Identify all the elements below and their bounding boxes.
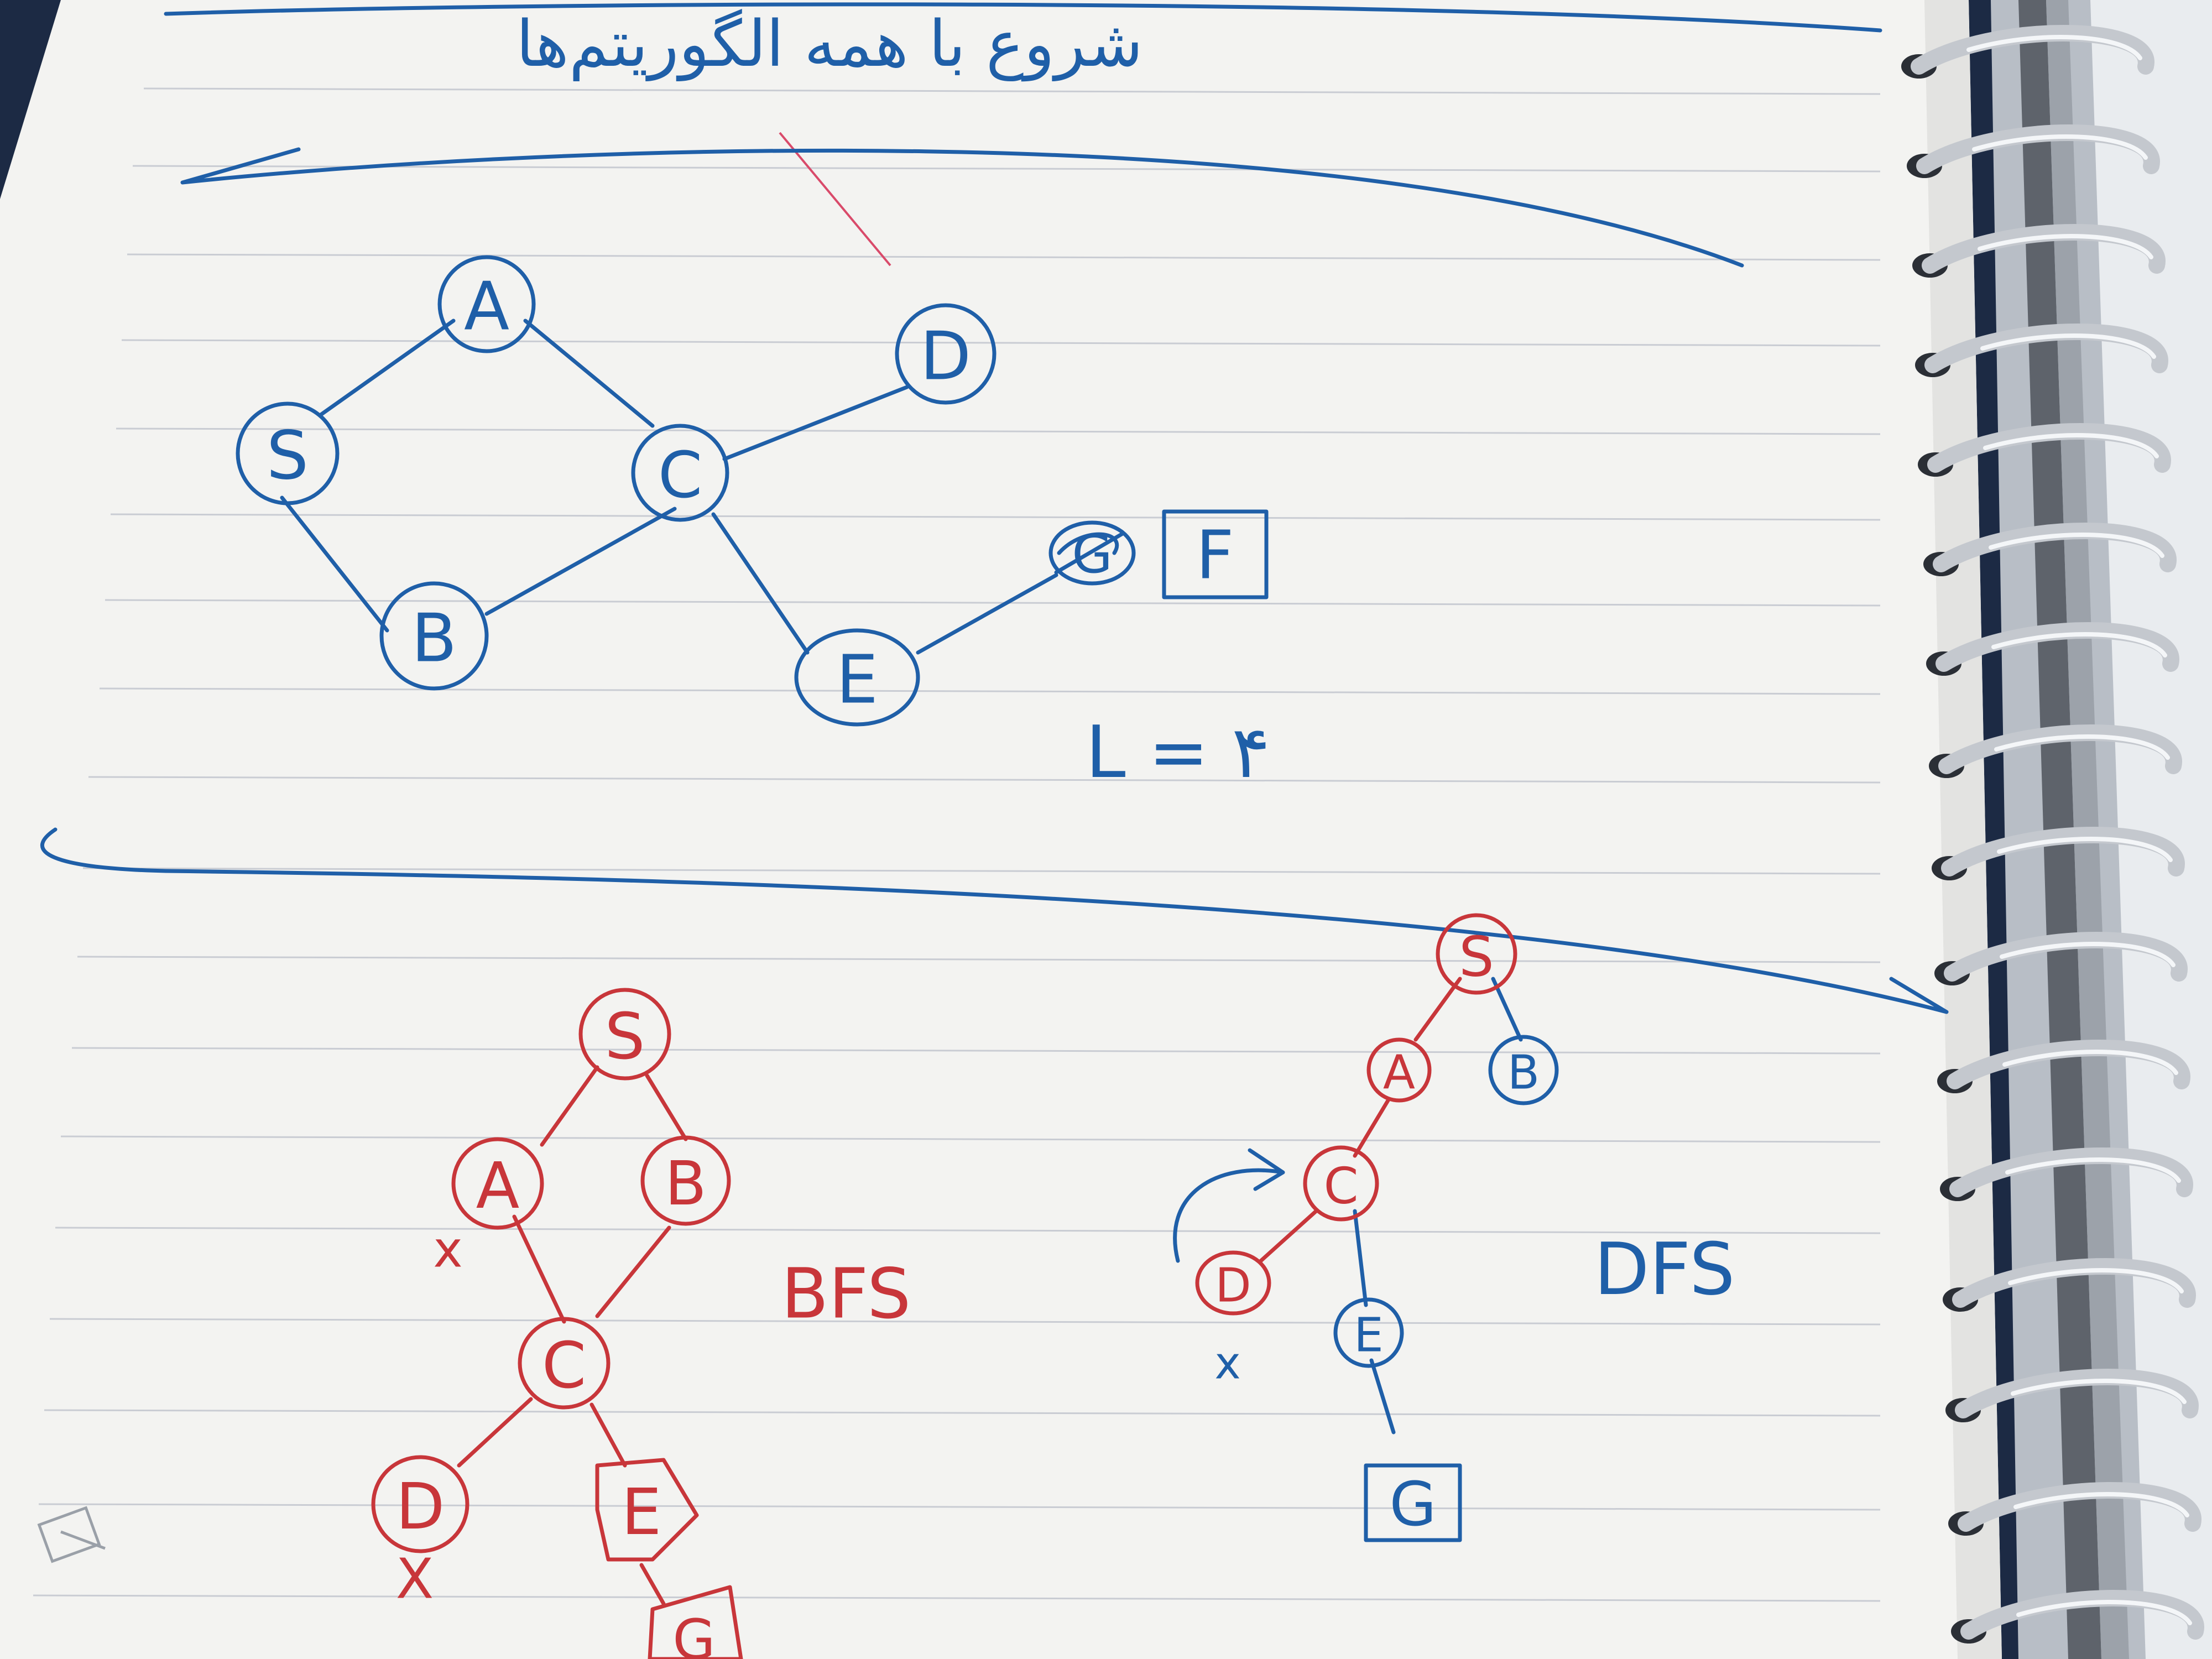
svg-text:B: B (1507, 1046, 1540, 1100)
dfs-node-d: D (1195, 1250, 1271, 1316)
svg-text:B: B (411, 601, 457, 677)
arabic-heading: شروع با همه الگوریتم‌ها (516, 7, 1143, 82)
length-note: L = ۴ (1086, 710, 1270, 794)
top-node-e: E (794, 628, 920, 727)
top-node-g: G (1048, 520, 1136, 586)
dfs-node-e: E (1333, 1297, 1404, 1368)
bfs-label: BFS (781, 1254, 911, 1334)
svg-text:C: C (542, 1329, 586, 1403)
dfs-label: DFS (1594, 1227, 1735, 1311)
top-node-a: A (437, 255, 536, 353)
svg-text:A: A (464, 269, 509, 346)
svg-text:G: G (1389, 1469, 1436, 1540)
divider-top (164, 2, 1882, 33)
bfs-node-c: C (518, 1317, 611, 1410)
top-graph-edges (280, 319, 1058, 655)
dfs-node-s: S (1436, 913, 1517, 995)
top-node-s: S (236, 401, 340, 505)
top-node-b: B (379, 581, 489, 691)
dfs-node-g: G (1364, 1463, 1462, 1542)
svg-text:S: S (605, 1000, 645, 1074)
svg-text:A: A (476, 1149, 520, 1223)
svg-text:G: G (672, 1608, 716, 1659)
svg-text:S: S (1459, 925, 1494, 989)
svg-text:C: C (658, 439, 702, 513)
svg-text:D: D (396, 1470, 445, 1544)
svg-text:F: F (1196, 518, 1234, 594)
top-node-d: D (895, 303, 997, 405)
dfs-mark-d: x (1214, 1338, 1240, 1389)
bfs-node-b: B (640, 1135, 731, 1226)
corner-stamp (37, 1506, 106, 1563)
svg-text:E: E (622, 1475, 662, 1550)
svg-text:B: B (665, 1148, 706, 1219)
bfs-mark-d: X (396, 1547, 434, 1611)
ruled-lines (33, 87, 1881, 1602)
bfs-mark-a: x (433, 1221, 462, 1279)
top-node-c: C (631, 424, 729, 522)
binding-coil-highlights (1966, 35, 2192, 1625)
dfs-node-a: A (1366, 1037, 1432, 1103)
spiral-binding (1991, 0, 2212, 1659)
bfs-node-s: S (578, 988, 671, 1081)
svg-text:E: E (836, 642, 878, 719)
bfs-edges (457, 1065, 688, 1606)
notebook-page (0, 0, 2002, 1659)
margin-mark (779, 132, 891, 267)
dfs-edges (1173, 977, 1523, 1434)
svg-text:A: A (1383, 1046, 1415, 1100)
dfs-node-c: C (1303, 1145, 1379, 1222)
bfs-node-e: E (595, 1458, 699, 1562)
binding-coils (1911, 25, 2204, 1640)
divider-lower (40, 827, 1949, 1014)
bfs-node-a: A (451, 1137, 544, 1230)
page-shadow (1924, 0, 2002, 1659)
bfs-node-g: G (648, 1585, 743, 1659)
divider-middle (180, 147, 1744, 268)
top-node-f-goal: F (1162, 509, 1269, 599)
svg-text:C: C (1324, 1157, 1359, 1215)
dfs-node-b: B (1488, 1035, 1559, 1105)
svg-text:D: D (1215, 1259, 1251, 1313)
svg-text:E: E (1354, 1308, 1384, 1363)
svg-text:D: D (920, 319, 971, 395)
bfs-node-d: D (371, 1455, 469, 1553)
svg-text:S: S (267, 418, 309, 495)
